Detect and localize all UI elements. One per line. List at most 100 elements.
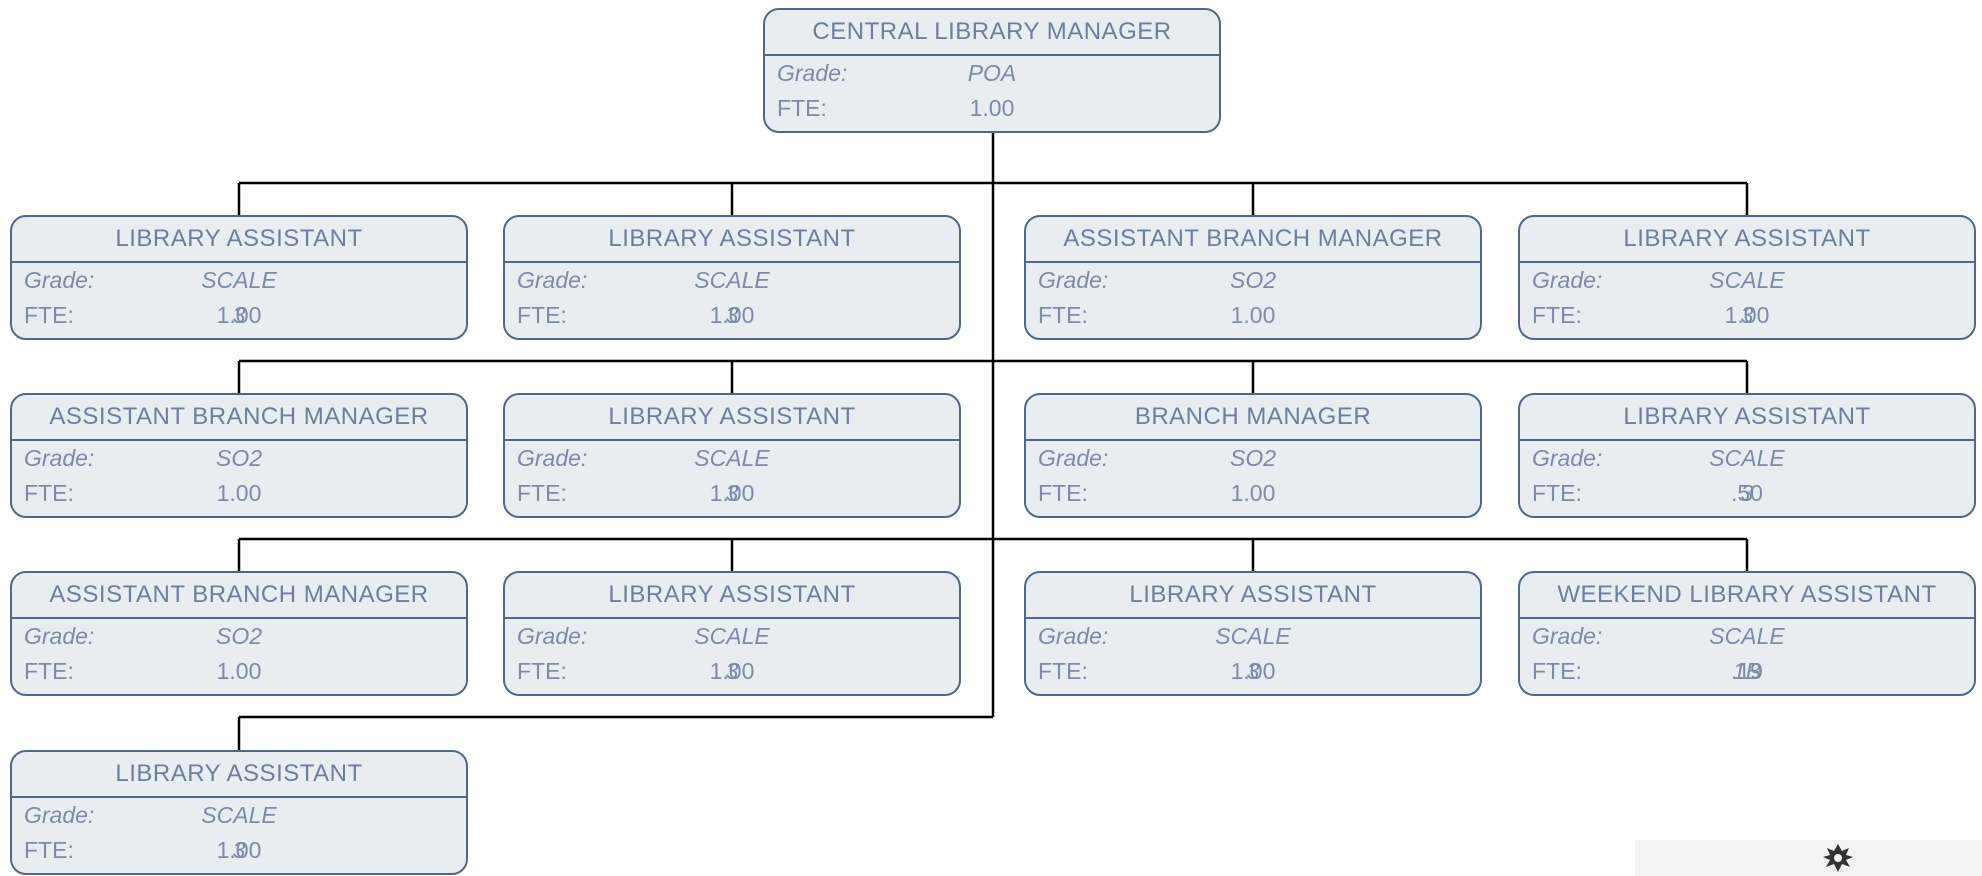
fte-label: FTE:: [24, 302, 74, 328]
grade-label: Grade:: [24, 623, 95, 649]
fte-label: FTE:: [517, 480, 567, 506]
fte-value: .19: [1731, 658, 1763, 684]
position-title: LIBRARY ASSISTANT: [1520, 217, 1974, 263]
grade-row: Grade: POA: [765, 56, 1219, 91]
grade-label: Grade:: [1038, 267, 1109, 293]
fte-label: FTE:: [1532, 658, 1582, 684]
fte-row: FTE: 1.00: [505, 298, 959, 333]
fte-label: FTE:: [24, 480, 74, 506]
fte-value: 1.00: [1230, 658, 1276, 684]
position-title: ASSISTANT BRANCH MANAGER: [1026, 217, 1480, 263]
grade-label: Grade:: [24, 267, 95, 293]
grade-label: Grade:: [24, 802, 95, 828]
fte-row: FTE: .19: [1520, 654, 1974, 689]
grade-label: Grade:: [1532, 623, 1603, 649]
grade-label: Grade:: [517, 445, 588, 471]
fte-label: FTE:: [24, 658, 74, 684]
grade-row: Grade: SCALE 3: [505, 441, 959, 506]
fte-value: 1.00: [216, 837, 262, 863]
grade-row: Grade: SCALE 3: [1520, 263, 1974, 328]
position-box-r2c2: LIBRARY ASSISTANT Grade: SCALE 3 FTE: 1.00: [503, 393, 961, 518]
grade-value: SCALE 3: [1215, 623, 1291, 684]
fte-label: FTE:: [777, 95, 827, 121]
grade-row: Grade: SCALE 3: [505, 263, 959, 328]
fte-row: FTE:1.00: [1026, 476, 1480, 511]
fte-row: FTE: 1.00: [765, 91, 1219, 126]
fte-row: FTE:.50: [1520, 476, 1974, 511]
position-title: LIBRARY ASSISTANT: [505, 217, 959, 263]
position-title: WEEKEND LIBRARY ASSISTANT: [1520, 573, 1974, 619]
fte-label: FTE:: [1038, 302, 1088, 328]
grade-value: SCALE 3: [694, 445, 770, 506]
fte-value: 1.00: [1230, 302, 1276, 328]
position-title: BRANCH MANAGER: [1026, 395, 1480, 441]
fte-value: .50: [1731, 480, 1763, 506]
grade-value: SO2: [215, 623, 263, 649]
fte-label: FTE:: [517, 302, 567, 328]
crest-icon: [1823, 844, 1853, 872]
grade-value: SCALE 3: [694, 623, 770, 684]
fte-value: 1.00: [216, 658, 262, 684]
position-title: LIBRARY ASSISTANT: [505, 395, 959, 441]
fte-value: 1.00: [969, 95, 1015, 121]
grade-value: SCALE 1B: [1709, 623, 1785, 684]
position-box-r3c3: LIBRARY ASSISTANT Grade: SCALE 3 FTE: 1.00: [1024, 571, 1482, 696]
grade-label: Grade:: [777, 60, 848, 86]
fte-row: FTE: 1.00: [505, 654, 959, 689]
logo: [1635, 840, 1982, 876]
grade-row: Grade:SCALE 3: [505, 619, 959, 684]
grade-row: Grade:SCALE 3: [12, 798, 466, 863]
position-title: LIBRARY ASSISTANT: [1520, 395, 1974, 441]
fte-value: 1.00: [709, 302, 755, 328]
grade-label: Grade:: [1532, 267, 1603, 293]
position-title: LIBRARY ASSISTANT: [12, 752, 466, 798]
fte-row: FTE: 1.00: [505, 476, 959, 511]
position-title: ASSISTANT BRANCH MANAGER: [12, 573, 466, 619]
fte-label: FTE:: [1532, 302, 1582, 328]
position-box-r1c4: LIBRARY ASSISTANT Grade: SCALE 3 FTE: 1.00: [1518, 215, 1976, 340]
fte-row: FTE: 1.00: [1520, 298, 1974, 333]
grade-value: POA: [967, 60, 1017, 86]
fte-value: 1.00: [709, 658, 755, 684]
grade-row: Grade: SO2: [12, 619, 466, 654]
grade-label: Grade:: [24, 445, 95, 471]
fte-row: FTE:1.00: [12, 298, 466, 333]
grade-row: Grade: SCALE 3: [12, 263, 466, 328]
fte-row: FTE: 1.00: [12, 476, 466, 511]
fte-row: FTE: 1.00: [12, 833, 466, 868]
fte-value: 1.00: [709, 480, 755, 506]
fte-value: 1.00: [216, 480, 262, 506]
grade-value: SO2: [1229, 445, 1277, 471]
grade-label: Grade:: [1532, 445, 1603, 471]
position-title: LIBRARY ASSISTANT: [1026, 573, 1480, 619]
fte-value: 1.00: [1724, 302, 1770, 328]
position-title: CENTRAL LIBRARY MANAGER: [765, 10, 1219, 56]
fte-label: FTE:: [1038, 658, 1088, 684]
position-title: LIBRARY ASSISTANT: [505, 573, 959, 619]
position-box-r1c2: LIBRARY ASSISTANT Grade: SCALE 3 FTE: 1.00: [503, 215, 961, 340]
fte-value: 1.00: [1230, 480, 1276, 506]
grade-value: SCALE 3: [694, 267, 770, 328]
grade-label: Grade:: [1038, 445, 1109, 471]
position-title: ASSISTANT BRANCH MANAGER: [12, 395, 466, 441]
fte-row: FTE: 1.00: [12, 654, 466, 689]
position-box-root: CENTRAL LIBRARY MANAGER Grade: POA FTE: 1.00: [763, 8, 1221, 133]
grade-value: SO2: [215, 445, 263, 471]
grade-value: SCALE 3: [1709, 267, 1785, 328]
fte-row: FTE: 1.00: [1026, 654, 1480, 689]
grade-row: Grade: SCALE 3: [1026, 619, 1480, 684]
grade-value: SCALE 3: [201, 267, 277, 328]
grade-value: SO2: [1229, 267, 1277, 293]
grade-label: Grade:: [1038, 623, 1109, 649]
fte-label: FTE:: [517, 658, 567, 684]
fte-label: FTE:: [24, 837, 74, 863]
grade-label: Grade:: [517, 267, 588, 293]
